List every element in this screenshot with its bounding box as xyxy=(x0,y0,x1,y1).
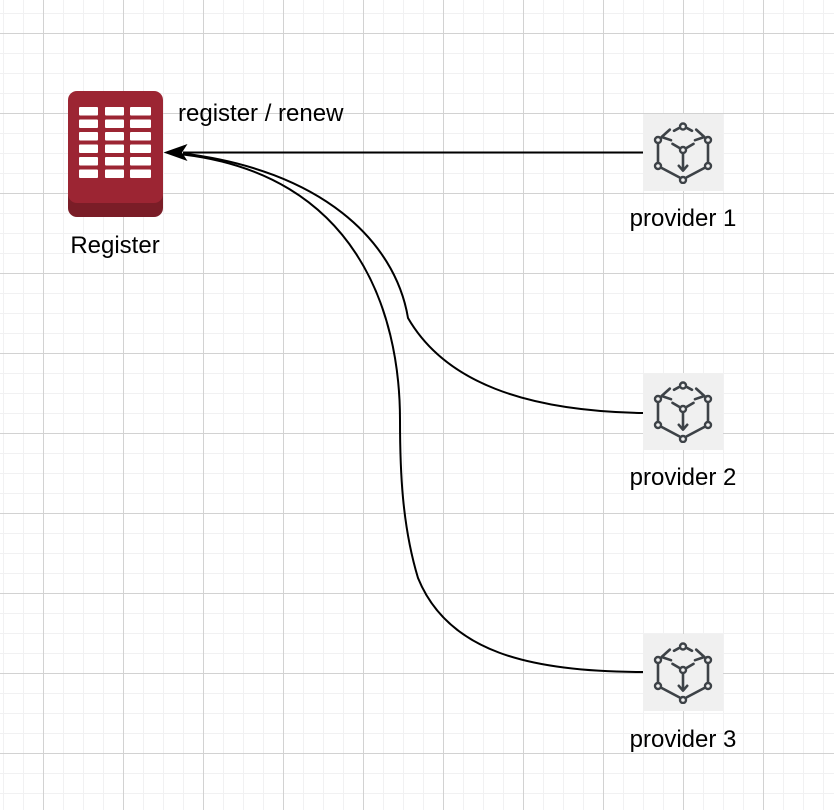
cube-icon xyxy=(653,122,713,184)
cube-icon xyxy=(653,642,713,704)
edge-label: register / renew xyxy=(178,100,344,127)
cube-icon xyxy=(653,381,713,443)
provider-2-label: provider 2 xyxy=(629,464,737,491)
node-provider-1[interactable] xyxy=(643,114,723,191)
register-label: Register xyxy=(70,232,160,259)
arrowhead-icon xyxy=(163,144,188,161)
registry-building-icon xyxy=(68,91,163,217)
node-provider-3[interactable] xyxy=(643,634,723,711)
edge-provider3-register[interactable] xyxy=(182,153,644,673)
node-register[interactable] xyxy=(68,91,163,217)
node-provider-2[interactable] xyxy=(643,373,723,450)
edge-provider2-register[interactable] xyxy=(182,152,644,414)
provider-3-label: provider 3 xyxy=(629,726,737,753)
provider-1-label: provider 1 xyxy=(629,205,737,232)
